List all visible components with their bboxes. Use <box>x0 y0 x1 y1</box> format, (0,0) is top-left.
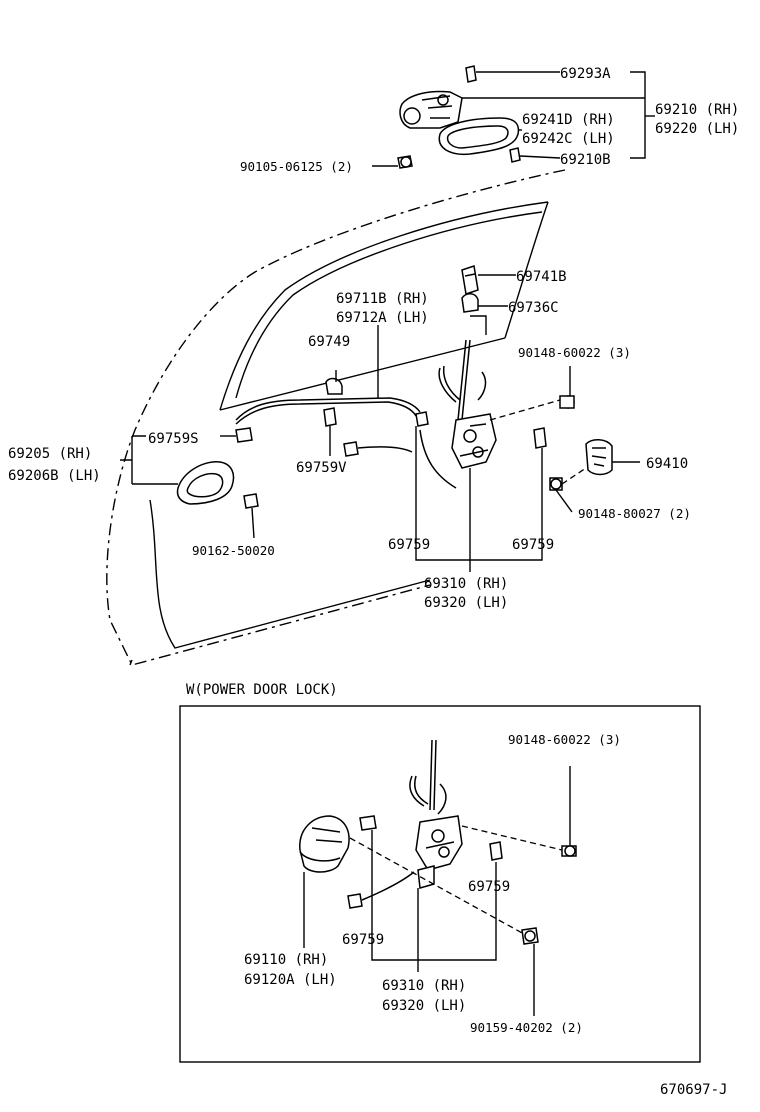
door-lock-69310 <box>451 413 497 469</box>
door-outline <box>106 169 566 666</box>
label-69206b: 69206B (LH) <box>8 468 101 484</box>
label-90105: 90105-06125 (2) <box>240 159 353 174</box>
lock-rod <box>235 325 421 425</box>
label-69293a: 69293A <box>560 66 611 82</box>
clip-69759-right <box>533 427 547 449</box>
label-69210-rh: 69210 (RH) <box>655 102 739 118</box>
label-69320-lh: 69320 (LH) <box>424 595 508 611</box>
label-69759s: 69759S <box>148 431 199 447</box>
label-69242c: 69242C (LH) <box>522 131 615 147</box>
label-69741b: 69741B <box>516 269 567 285</box>
label-90159: 90159-40202 (2) <box>470 1020 583 1035</box>
label-69759-right: 69759 <box>512 537 554 553</box>
label-69120a: 69120A (LH) <box>244 972 337 988</box>
inset-title: W(POWER DOOR LOCK) <box>186 682 338 698</box>
inside-handle-69205 <box>120 427 259 539</box>
leader-lines-lock <box>415 426 543 572</box>
label-90148-60022: 90148-60022 (3) <box>518 345 631 360</box>
label-inset-69310-rh: 69310 (RH) <box>382 978 466 994</box>
bolt-90148-80027 <box>549 467 587 513</box>
label-69241d: 69241D (RH) <box>522 112 615 128</box>
inner-lock-rods <box>415 339 487 489</box>
label-69759v: 69759V <box>296 460 347 476</box>
label-inset-69320-lh: 69320 (LH) <box>382 998 466 1014</box>
part-labels: 69293A 69210 (RH) 69220 (LH) 69241D (RH)… <box>8 66 739 1098</box>
label-90162: 90162-50020 <box>192 543 275 558</box>
label-69410: 69410 <box>646 456 688 472</box>
striker-69410 <box>585 439 640 476</box>
label-inset-69759-left: 69759 <box>342 932 384 948</box>
label-69759-left: 69759 <box>388 537 430 553</box>
window-frame <box>219 201 549 411</box>
clip-69759v <box>323 407 337 456</box>
rod-clip-69749 <box>325 370 343 395</box>
inset-box <box>179 705 701 1063</box>
outside-handle-assembly <box>397 65 521 169</box>
label-90148-80027: 90148-80027 (2) <box>578 506 691 521</box>
label-69749: 69749 <box>308 334 350 350</box>
label-inset-90148-60022: 90148-60022 (3) <box>508 732 621 747</box>
label-69110: 69110 (RH) <box>244 952 328 968</box>
wire-connector <box>343 441 413 457</box>
leader-lines-handle <box>372 71 655 167</box>
label-69712a: 69712A (LH) <box>336 310 429 326</box>
door-inner-panel <box>149 499 431 649</box>
figure-code: 670697-J <box>660 1082 727 1098</box>
lock-knob-parts <box>461 265 516 335</box>
label-69205: 69205 (RH) <box>8 446 92 462</box>
inset-parts <box>299 739 577 1016</box>
label-69220-lh: 69220 (LH) <box>655 121 739 137</box>
bolt-90148-60022 <box>489 366 575 421</box>
label-inset-69759-right: 69759 <box>468 879 510 895</box>
label-69210b: 69210B <box>560 152 611 168</box>
label-69310-rh: 69310 (RH) <box>424 576 508 592</box>
label-69736c: 69736C <box>508 300 559 316</box>
inset-leaders <box>303 830 497 972</box>
label-69711b: 69711B (RH) <box>336 291 429 307</box>
